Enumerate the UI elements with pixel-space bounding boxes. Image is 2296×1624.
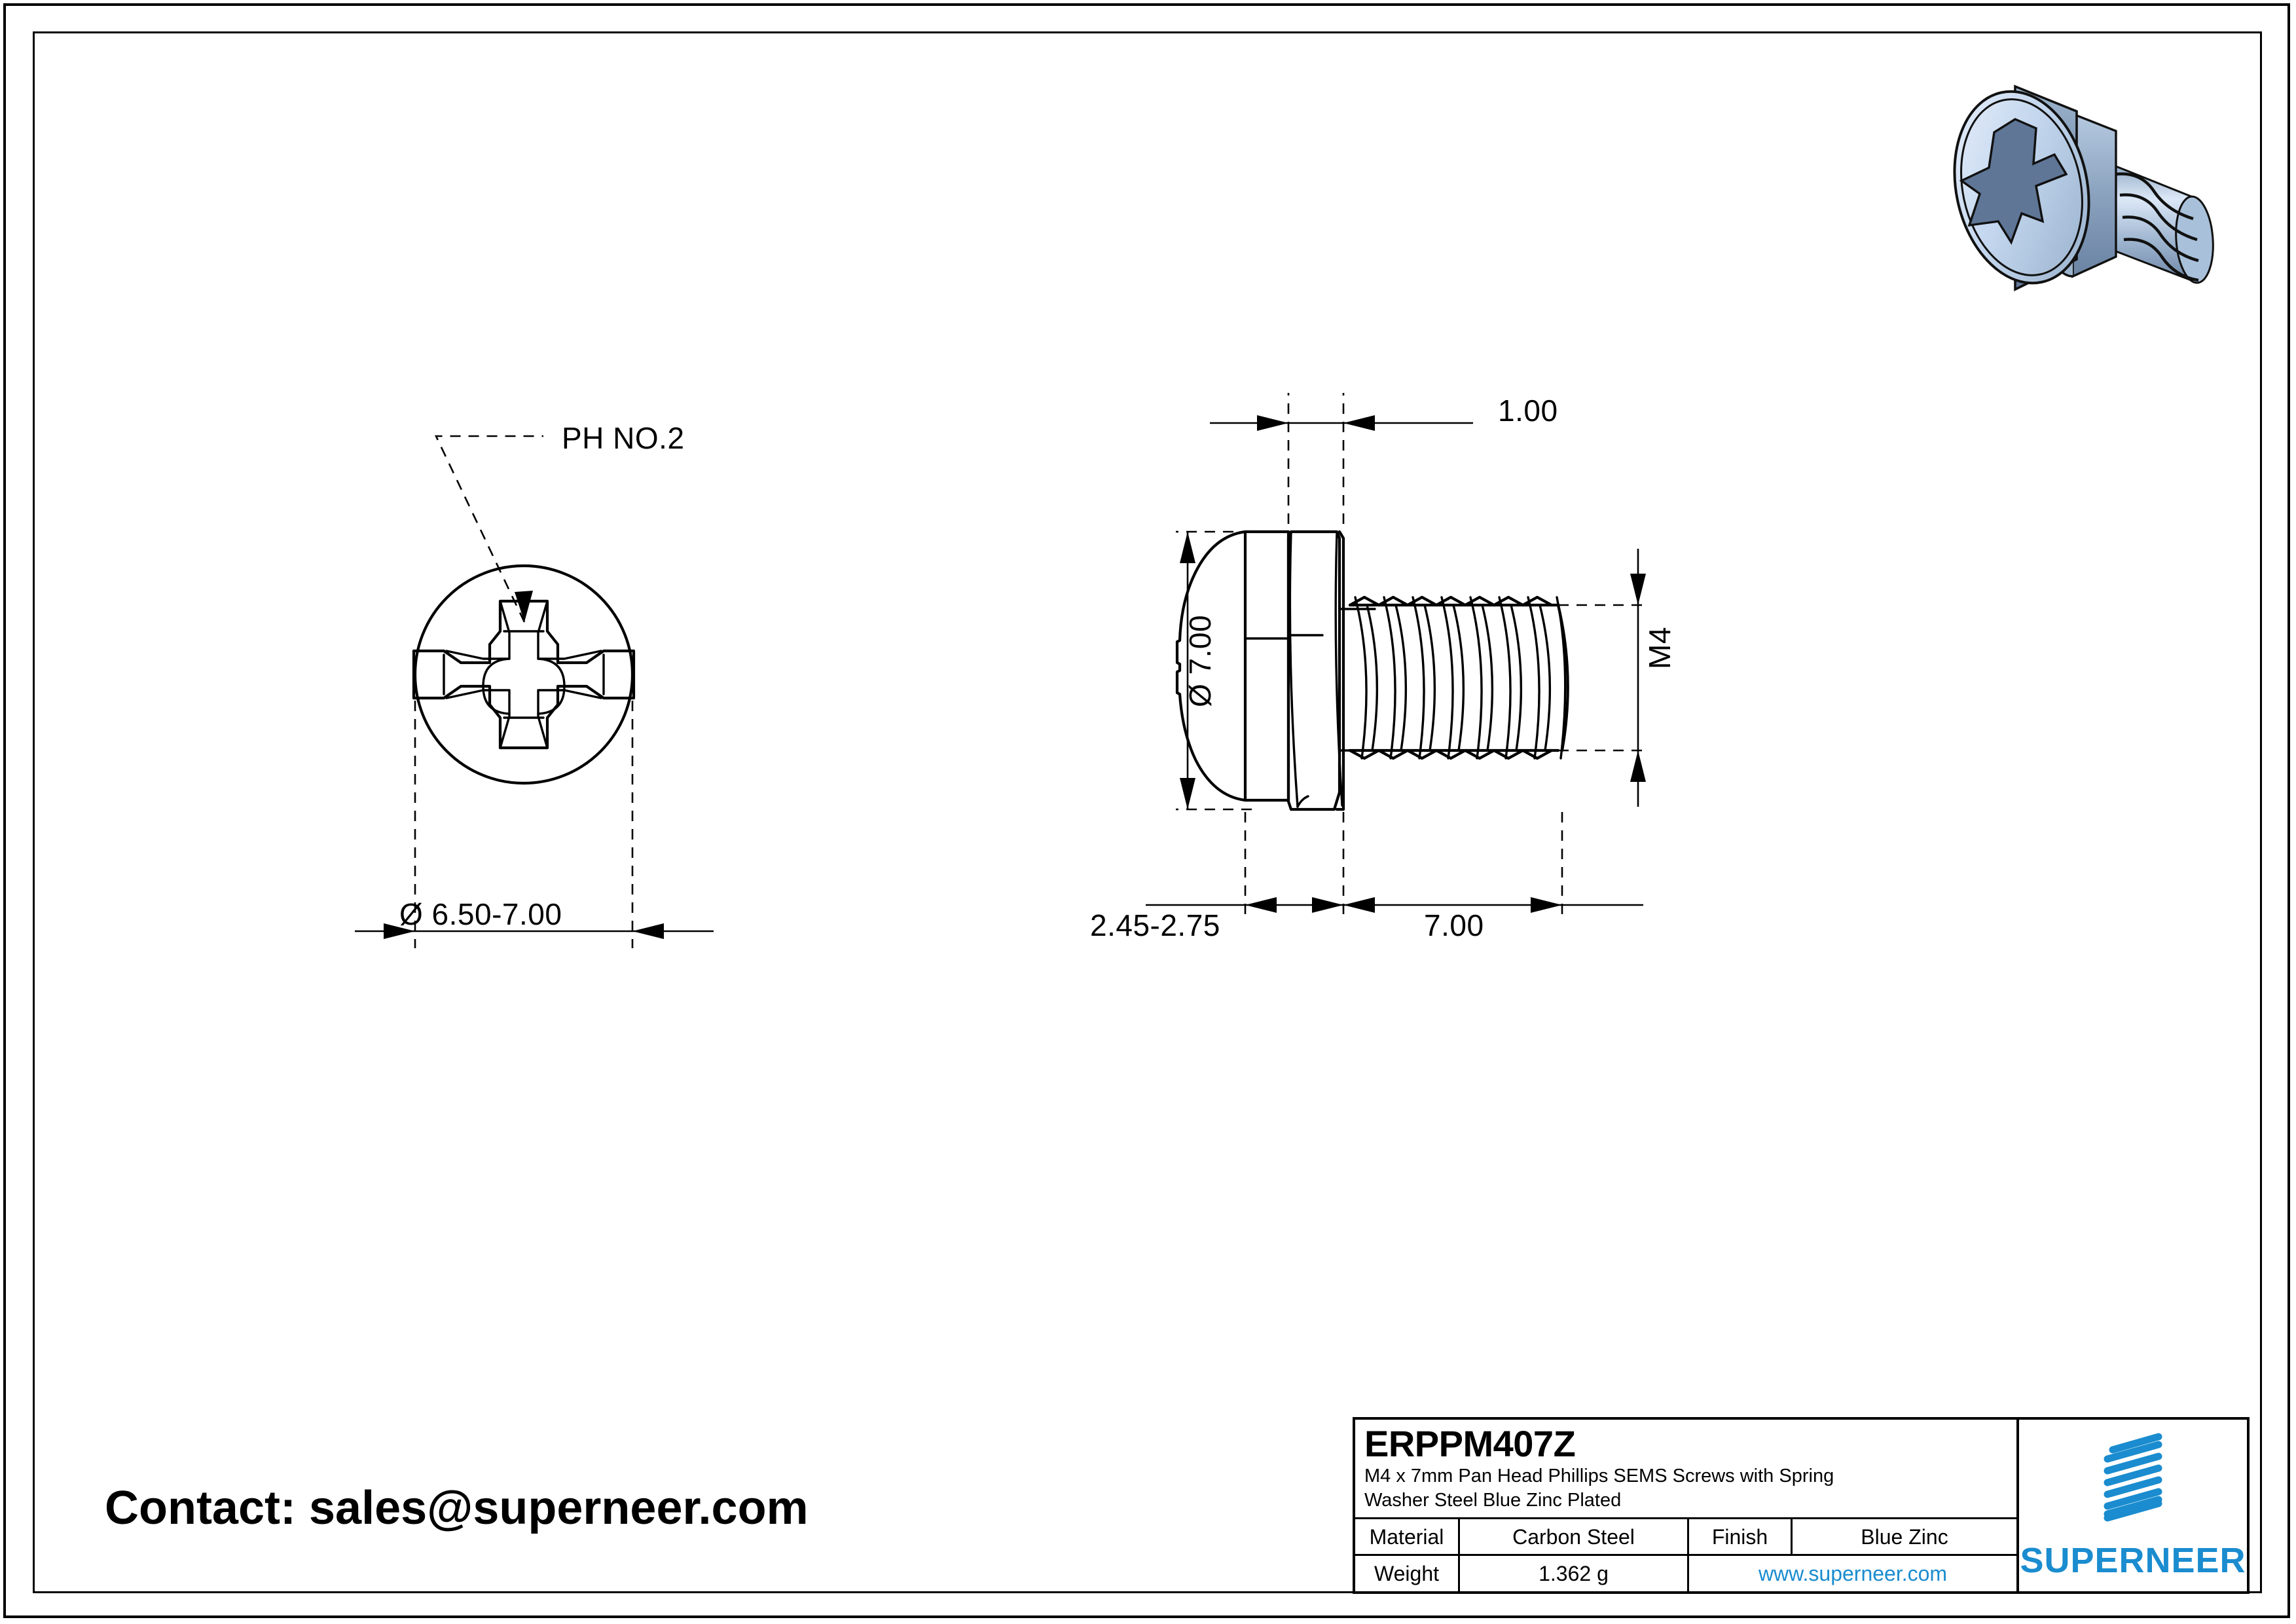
title-block-row-weight: Weight 1.362 g www.superneer.com bbox=[1355, 1556, 2016, 1591]
title-block: ERPPM407Z M4 x 7mm Pan Head Phillips SEM… bbox=[1353, 1417, 2250, 1594]
weight-value: 1.362 g bbox=[1460, 1556, 1689, 1591]
dimension-245-275-label: 2.45-2.75 bbox=[1090, 908, 1220, 942]
head-top-view bbox=[355, 435, 714, 948]
brand-logo: SUPERNEER bbox=[2019, 1420, 2247, 1591]
title-block-header: ERPPM407Z M4 x 7mm Pan Head Phillips SEM… bbox=[1355, 1420, 2016, 1519]
sheet-outer-border bbox=[3, 3, 2290, 1618]
dimension-m4 bbox=[1558, 549, 1650, 807]
top-view-diameter-dimension bbox=[355, 682, 714, 948]
screw-side-view bbox=[1146, 393, 1650, 919]
top-view-diameter-label: Ø 6.50-7.00 bbox=[399, 897, 562, 931]
dimension-head-diameter bbox=[1176, 530, 1252, 811]
superneer-wordmark: SUPERNEER bbox=[2020, 1541, 2246, 1580]
weight-label: Weight bbox=[1355, 1556, 1460, 1591]
dimension-1-00 bbox=[1210, 393, 1473, 524]
material-value: Carbon Steel bbox=[1460, 1519, 1689, 1554]
material-label: Material bbox=[1355, 1519, 1460, 1554]
dimension-bottom-chain bbox=[1146, 812, 1643, 919]
sheet-inner-frame bbox=[33, 31, 2262, 1593]
isometric-screw-render bbox=[1953, 84, 2214, 291]
phillips-recess-shape bbox=[412, 599, 636, 750]
washer-collar-profile bbox=[1335, 530, 1376, 811]
ph-no2-leader bbox=[434, 435, 543, 623]
spring-washer-profile bbox=[1286, 530, 1343, 811]
part-number: ERPPM407Z bbox=[1364, 1423, 1576, 1464]
ph-no2-label: PH NO.2 bbox=[562, 421, 685, 455]
finish-value: Blue Zinc bbox=[1861, 1524, 1948, 1549]
title-block-info: ERPPM407Z M4 x 7mm Pan Head Phillips SEM… bbox=[1355, 1420, 2019, 1591]
render-thread-shank bbox=[2108, 162, 2214, 284]
dimension-1-00-label: 1.00 bbox=[1498, 394, 1558, 428]
dimension-m4-label: M4 bbox=[1643, 627, 1677, 669]
render-phillips-recess bbox=[1959, 118, 2068, 245]
superneer-stripes-icon bbox=[2104, 1433, 2162, 1522]
title-block-row-material: Material Carbon Steel Finish Blue Zinc bbox=[1355, 1519, 2016, 1556]
dimension-head-diameter-label: Ø 7.00 bbox=[1183, 614, 1217, 707]
threaded-shank-profile bbox=[1348, 595, 1569, 760]
description-line-1: M4 x 7mm Pan Head Phillips SEMS Screws w… bbox=[1364, 1466, 1834, 1486]
dimension-7-00-label: 7.00 bbox=[1424, 908, 1484, 942]
website-link[interactable]: www.superneer.com bbox=[1758, 1562, 1948, 1585]
contact-text: Contact: sales@superneer.com bbox=[105, 1482, 809, 1534]
finish-label: Finish bbox=[1689, 1519, 1793, 1554]
description-line-2: Washer Steel Blue Zinc Plated bbox=[1364, 1490, 1622, 1511]
